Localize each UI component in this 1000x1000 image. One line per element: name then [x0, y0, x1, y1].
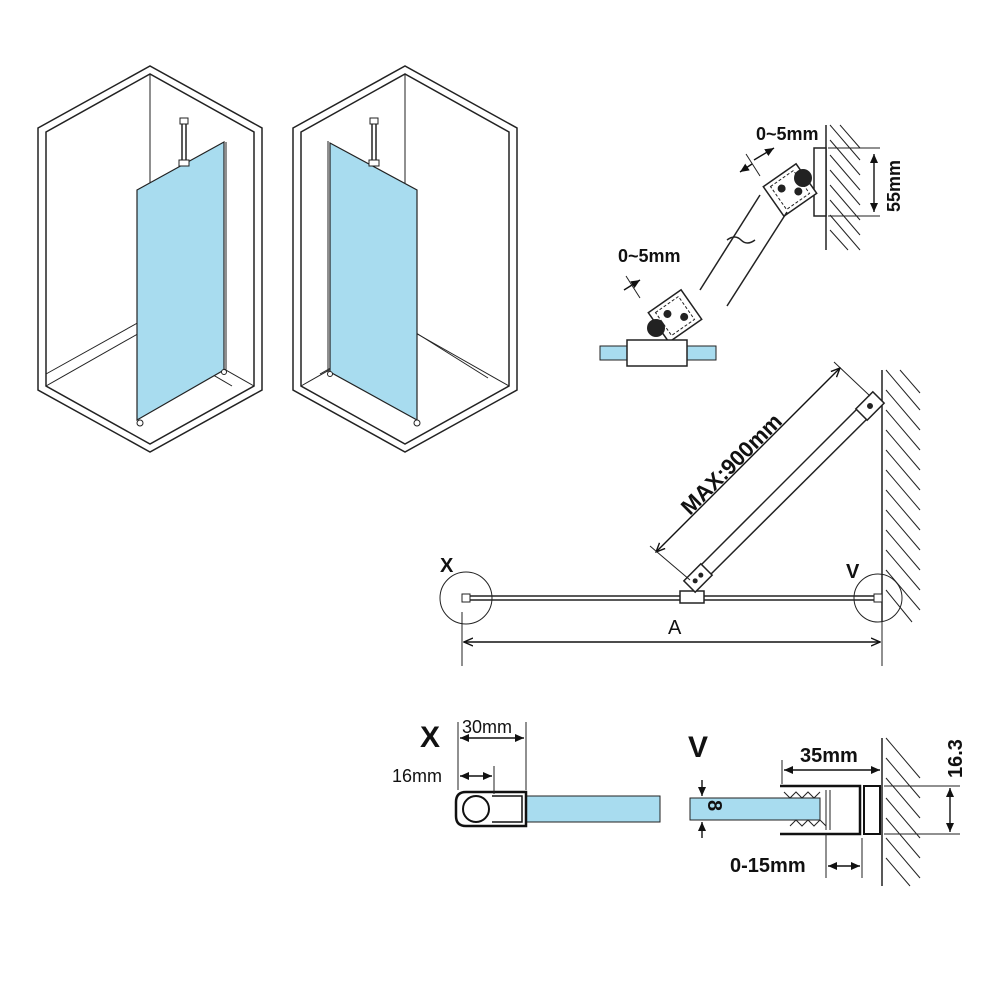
shower-room-left — [37, 65, 263, 453]
dim-8-label: 8 — [703, 800, 725, 811]
glass-panel-right — [329, 141, 418, 422]
section-x: X 30mm 16mm — [392, 717, 661, 828]
section-v-label: V — [688, 731, 708, 764]
shower-room-right — [292, 65, 518, 453]
section-x-label: X — [420, 721, 440, 754]
max-length-label: MAX:900mm — [676, 408, 787, 519]
stabilizer-detail: 0~5mm 0~5mm 55mm — [599, 124, 904, 367]
section-v: V 8 35mm 16.3 — [688, 731, 967, 887]
dim-16-3-label: 16.3 — [945, 739, 967, 778]
dim-35-label: 35mm — [800, 745, 858, 767]
width-a-label: A — [668, 617, 682, 639]
dim-0-15-label: 0-15mm — [730, 855, 806, 877]
gap-top-label: 0~5mm — [756, 124, 819, 144]
plan-view: MAX:900mm X V A — [439, 361, 921, 666]
glass-panel-left — [136, 140, 225, 422]
gap-bottom-label: 0~5mm — [618, 246, 681, 266]
detail-v-label: V — [846, 561, 860, 583]
dim-16-label: 16mm — [392, 766, 442, 786]
height-55-label: 55mm — [884, 160, 904, 212]
detail-x-label: X — [440, 555, 454, 577]
dim-30-label: 30mm — [462, 717, 512, 737]
